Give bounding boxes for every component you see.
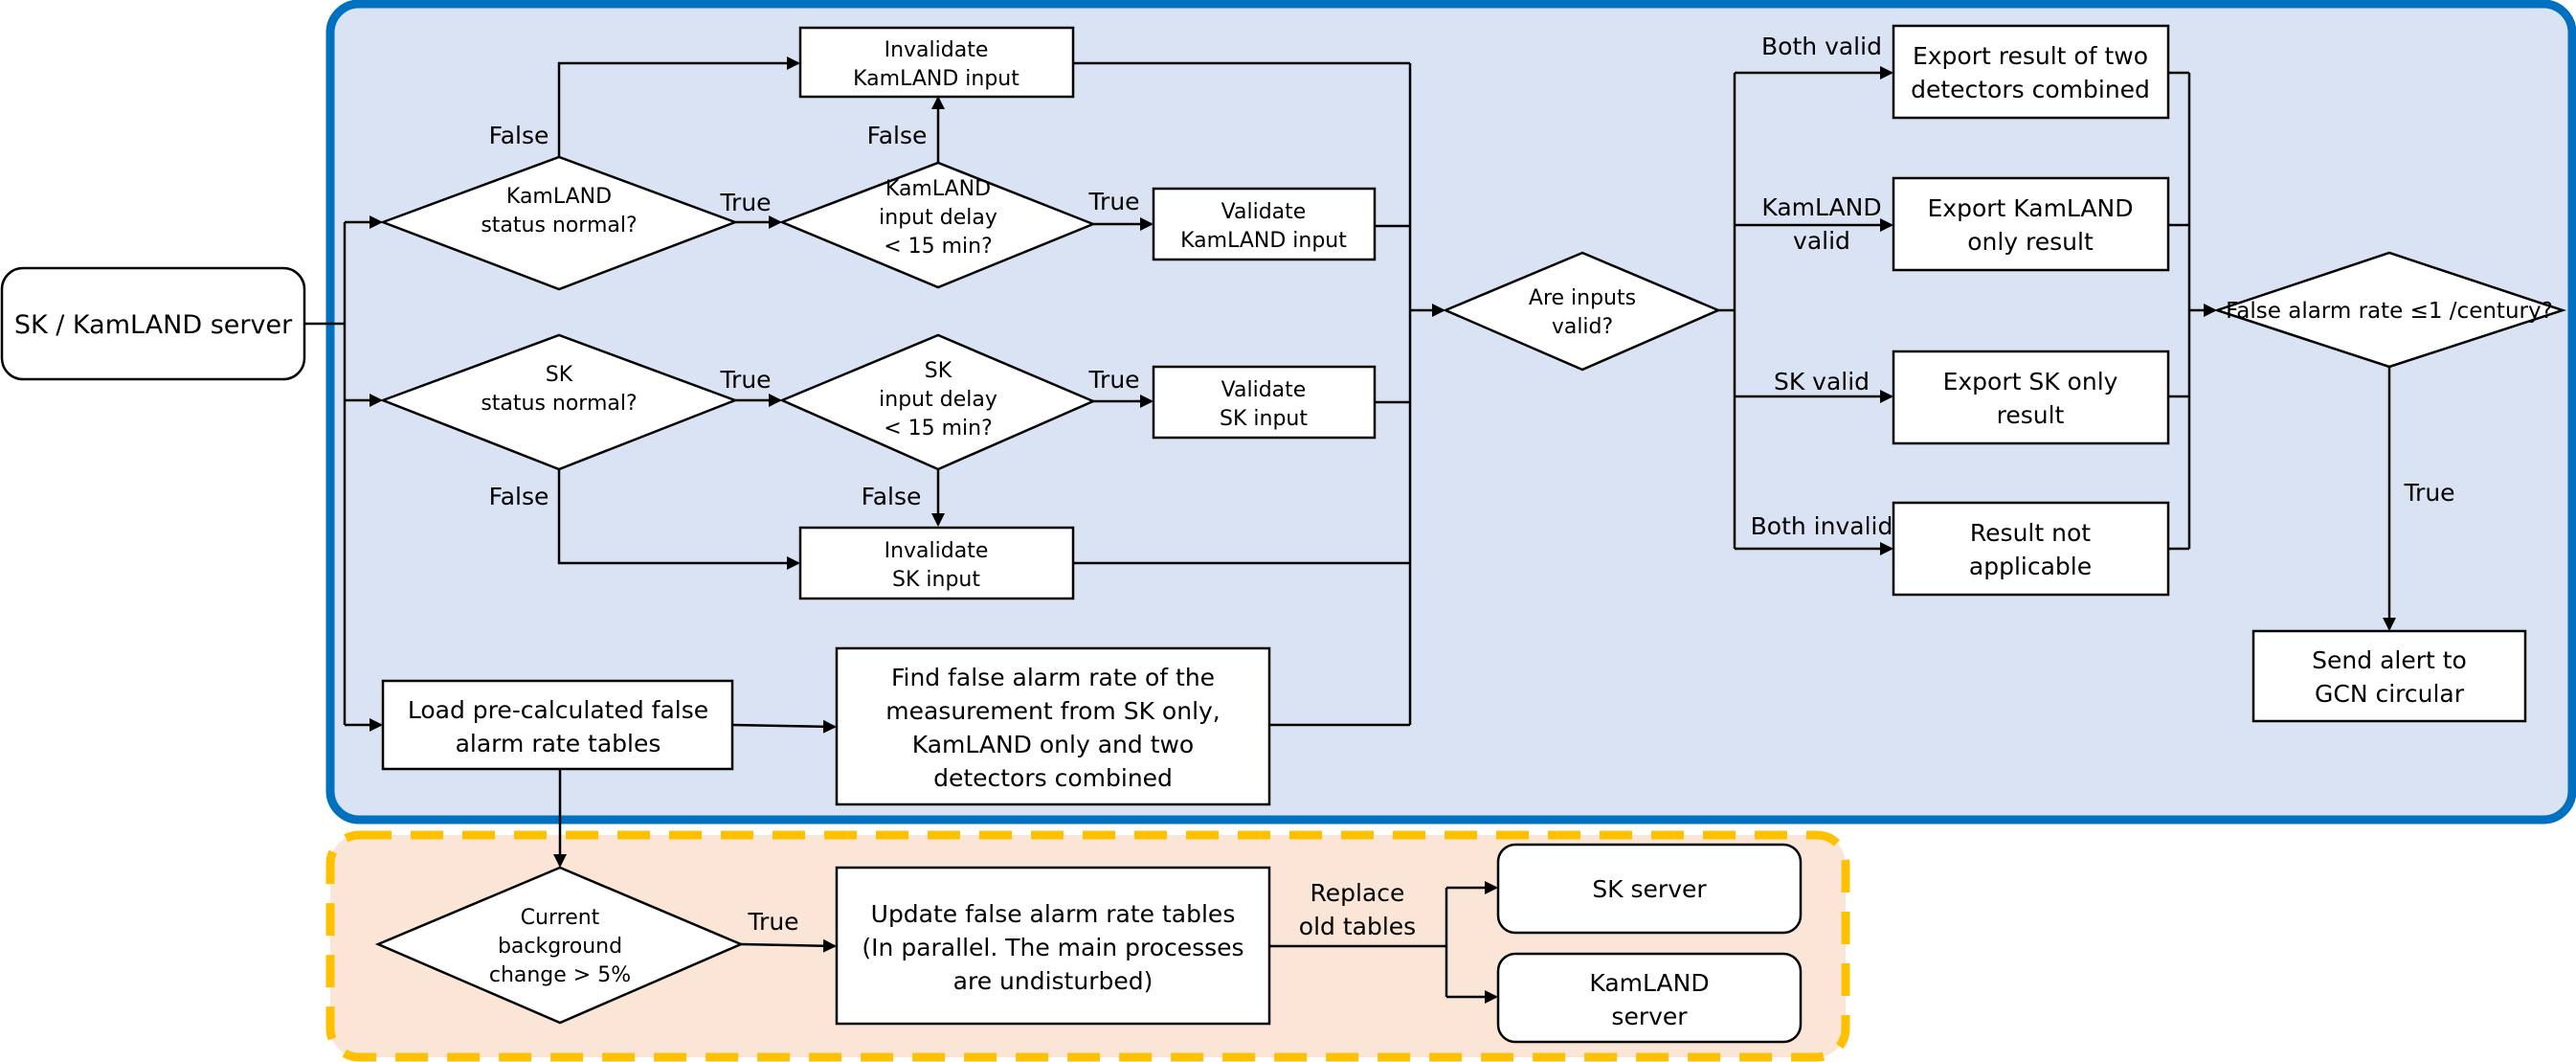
label-kl-true: True <box>719 189 771 216</box>
not-applicable-line-1: Result not <box>1970 519 2091 547</box>
kl-status-line-1: KamLAND <box>506 185 612 209</box>
update-tables-line-2: (In parallel. The main processes <box>862 934 1243 961</box>
label-replace-2: old tables <box>1299 913 1416 940</box>
label-sk-false: False <box>489 483 549 510</box>
kl-validate-line-1: Validate <box>1221 200 1307 224</box>
update-tables-box: Update false alarm rate tables (In paral… <box>835 866 1271 1026</box>
kl-validate-line-2: KamLAND input <box>1180 229 1347 253</box>
export-kl-line-1: Export KamLAND <box>1928 194 2134 222</box>
export-combined-box: Export result of two detectors combined <box>1892 24 2170 120</box>
not-applicable-line-2: applicable <box>1969 553 2092 580</box>
label-far-true: True <box>2403 479 2454 507</box>
export-sk-line-2: result <box>1997 401 2065 429</box>
kl-validate-box: Validate KamLAND input <box>1152 187 1377 261</box>
inputs-valid-decision: Are inputs valid? <box>1442 251 1722 372</box>
sk-invalidate-line-1: Invalidate <box>885 539 989 563</box>
sk-status-line-2: status normal? <box>481 392 637 416</box>
label-both-valid: Both valid <box>1761 33 1882 60</box>
export-combined-line-1: Export result of two <box>1913 42 2148 70</box>
update-tables-line-1: Update false alarm rate tables <box>871 900 1236 928</box>
label-kamland-valid-1: KamLAND <box>1761 193 1881 221</box>
bg-change-line-2: background <box>498 935 622 959</box>
not-applicable-box: Result not applicable <box>1892 501 2170 597</box>
label-kl-delay-true: True <box>1087 188 1139 215</box>
kl-invalidate-line-2: KamLAND input <box>853 67 1019 91</box>
export-combined-line-2: detectors combined <box>1911 76 2150 103</box>
sk-validate-box: Validate SK input <box>1152 365 1377 440</box>
inputs-valid-line-1: Are inputs <box>1529 286 1636 310</box>
bg-change-line-1: Current <box>521 906 600 930</box>
label-sk-true: True <box>719 366 771 394</box>
edge-sk-status-false <box>557 469 800 570</box>
kl-delay-line-3: < 15 min? <box>884 235 993 259</box>
edge-bg-true <box>740 938 837 953</box>
label-kamland-valid-2: valid <box>1793 227 1850 255</box>
find-far-line-4: detectors combined <box>933 764 1173 792</box>
label-sk-delay-false: False <box>862 483 922 510</box>
label-sk-valid: SK valid <box>1774 368 1870 395</box>
sk-validate-line-2: SK input <box>1220 407 1308 431</box>
sk-delay-decision: SK input delay < 15 min? <box>778 333 1097 471</box>
far-check-label: False alarm rate ≤1 /century? <box>2226 299 2553 324</box>
sk-status-line-1: SK <box>546 363 573 387</box>
sk-invalidate-box: Invalidate SK input <box>798 526 1075 600</box>
server-label: SK / KamLAND server <box>14 310 293 340</box>
update-tables-line-3: are undisturbed) <box>953 967 1154 995</box>
sk-invalidate-line-2: SK input <box>892 568 980 592</box>
kl-delay-line-1: KamLAND <box>885 177 991 201</box>
bg-change-line-3: change > 5% <box>489 963 631 987</box>
send-alert-box: Send alert to GCN circular <box>2251 629 2527 723</box>
kl-status-line-2: status normal? <box>481 214 637 237</box>
sk-delay-line-1: SK <box>925 359 952 383</box>
export-kl-line-2: only result <box>1967 228 2094 256</box>
export-sk-line-1: Export SK only <box>1943 368 2118 395</box>
sk-validate-line-1: Validate <box>1221 378 1307 402</box>
sk-status-decision: SK status normal? <box>379 333 739 471</box>
edge-load-to-find <box>731 719 837 734</box>
server-node: SK / KamLAND server <box>0 266 306 381</box>
kl-invalidate-line-1: Invalidate <box>885 38 989 62</box>
kl-delay-line-2: input delay <box>879 206 997 230</box>
send-alert-line-2: GCN circular <box>2315 680 2465 708</box>
kl-server-node: KamLAND server <box>1496 952 1803 1044</box>
kl-status-decision: KamLAND status normal? <box>379 155 739 291</box>
sk-delay-line-2: input delay <box>879 388 997 412</box>
send-alert-line-1: Send alert to <box>2312 646 2467 674</box>
kl-server-line-1: KamLAND <box>1589 969 1709 997</box>
label-sk-delay-true: True <box>1087 366 1139 394</box>
load-tables-box: Load pre-calculated false alarm rate tab… <box>381 679 734 771</box>
find-far-box: Find false alarm rate of the measurement… <box>835 646 1271 806</box>
kl-server-line-2: server <box>1611 1003 1688 1030</box>
kl-invalidate-box: Invalidate KamLAND input <box>798 26 1075 99</box>
find-far-line-3: KamLAND only and two <box>912 731 1194 758</box>
label-kl-false: False <box>489 122 549 149</box>
inputs-valid-line-2: valid? <box>1552 315 1613 339</box>
load-tables-line-2: alarm rate tables <box>456 730 661 757</box>
export-kl-box: Export KamLAND only result <box>1892 176 2170 272</box>
label-bg-true: True <box>747 908 798 936</box>
edge-kl-status-false <box>557 56 800 157</box>
sk-delay-line-3: < 15 min? <box>884 417 993 441</box>
find-far-line-2: measurement from SK only, <box>885 697 1221 725</box>
label-kl-delay-false: False <box>867 122 928 149</box>
bg-change-decision: Current background change > 5% <box>374 866 745 1025</box>
sk-server-label: SK server <box>1592 875 1707 903</box>
export-sk-box: Export SK only result <box>1892 350 2170 445</box>
load-tables-line-1: Load pre-calculated false <box>408 696 708 724</box>
label-replace-1: Replace <box>1310 879 1405 907</box>
sk-server-node: SK server <box>1496 843 1803 935</box>
find-far-line-1: Find false alarm rate of the <box>891 664 1215 691</box>
far-check-decision: False alarm rate ≤1 /century? <box>2213 251 2567 369</box>
label-both-invalid: Both invalid <box>1751 512 1893 540</box>
kl-delay-decision: KamLAND input delay < 15 min? <box>778 161 1097 289</box>
